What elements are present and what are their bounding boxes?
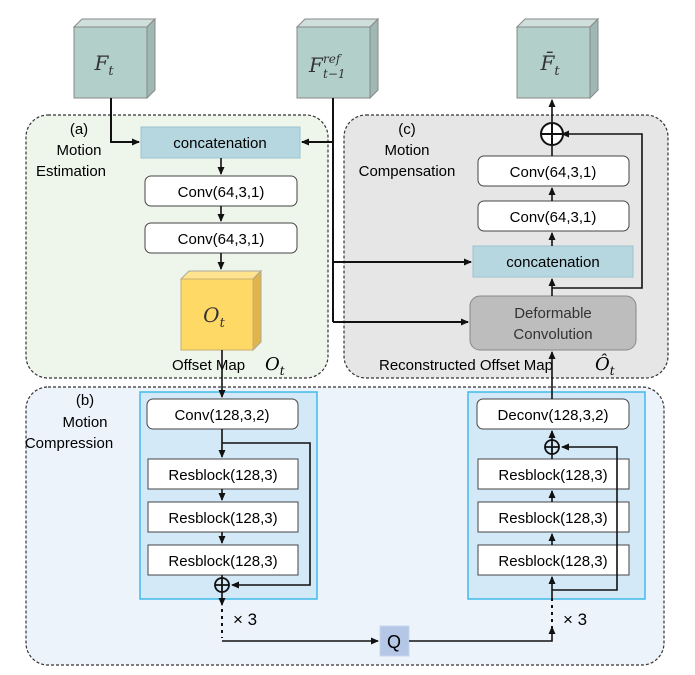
deform-label-1: Deformable [514, 305, 592, 322]
decoder-resblock-1-label: Resblock(128,3) [498, 467, 607, 484]
recon-offset-label: Reconstructed Offset Map [379, 357, 553, 374]
conv-a1-block: Conv(64,3,1) [144, 175, 298, 207]
encoder-resblock-2-label: Resblock(128,3) [168, 510, 277, 527]
conv-a1-label: Conv(64,3,1) [178, 184, 265, 201]
panel-c-tag: (c) [398, 121, 416, 138]
decoder-deconv-block: Deconv(128,3,2) [476, 398, 630, 430]
concat-c-label: concatenation [506, 254, 599, 271]
encoder-conv-block: Conv(128,3,2) [146, 398, 299, 430]
encoder-repeat-label: × 3 [233, 610, 257, 629]
quantizer-label: Q [387, 632, 401, 652]
panel-a-tag: (a) [70, 121, 88, 138]
panel-c-title-2: Compensation [359, 163, 456, 180]
decoder-resblock-2-label: Resblock(128,3) [498, 510, 607, 527]
add-node-decoder [544, 439, 560, 455]
panel-c-title-1: Motion [384, 142, 429, 159]
conv-c-mid-label: Conv(64,3,1) [510, 209, 597, 226]
encoder-resblock-1-label: Resblock(128,3) [168, 467, 277, 484]
deformable-conv-block: Deformable Convolution [469, 295, 637, 351]
arrow-ft-to-concat [110, 98, 140, 146]
decoder-resblock-3: Resblock(128,3) [477, 544, 630, 576]
offset-map-label: Offset Map [172, 357, 245, 374]
recon-offset-math: Ôt [595, 352, 615, 378]
add-node-compensation [540, 122, 564, 146]
encoder-resblock-2: Resblock(128,3) [147, 501, 299, 533]
panel-b-title-1: Motion [62, 414, 107, 431]
offset-map-cube: Ot [179, 269, 263, 352]
offset-cube-label: Ot [203, 303, 225, 331]
cube-fbar-output: F̄t [515, 17, 600, 100]
encoder-conv-label: Conv(128,3,2) [174, 407, 269, 424]
encoder-resblock-3: Resblock(128,3) [147, 544, 299, 576]
decoder-repeat-label: × 3 [563, 610, 587, 629]
decoder-resblock-3-label: Resblock(128,3) [498, 553, 607, 570]
fref-sub: t−1 [323, 67, 346, 81]
fref-sup: ref [323, 52, 343, 66]
cube-ft: Ft [72, 17, 157, 100]
fref-base: F [308, 53, 324, 77]
add-node-encoder [214, 577, 230, 593]
panel-b-tag: (b) [76, 392, 94, 409]
decoder-resblock-2: Resblock(128,3) [477, 501, 630, 533]
panel-b-title-2: Compression [25, 435, 113, 452]
concat-a-block: concatenation [140, 126, 301, 159]
arrow-quantizer-to-decoder [409, 626, 556, 642]
conv-c-top-block: Conv(64,3,1) [477, 155, 630, 187]
conv-a2-block: Conv(64,3,1) [144, 222, 298, 254]
conv-c-mid-block: Conv(64,3,1) [477, 200, 630, 232]
concat-a-label: concatenation [173, 135, 266, 152]
encoder-resblock-3-label: Resblock(128,3) [168, 553, 277, 570]
panel-a-title-1: Motion [56, 142, 101, 159]
quantizer-block: Q [379, 625, 410, 657]
fbar-label: F̄t [539, 50, 560, 79]
decoder-deconv-label: Deconv(128,3,2) [498, 407, 609, 424]
encoder-resblock-1: Resblock(128,3) [147, 458, 299, 490]
compensation-residual-connection [552, 130, 643, 289]
offset-map-math: Ot [265, 354, 285, 378]
deform-label-2: Convolution [513, 326, 592, 343]
concat-c-block: concatenation [472, 245, 634, 278]
connectors [110, 98, 643, 645]
conv-a2-label: Conv(64,3,1) [178, 231, 265, 248]
conv-c-top-label: Conv(64,3,1) [510, 164, 597, 181]
decoder-resblock-1: Resblock(128,3) [477, 458, 630, 490]
decoder-skip-connection [552, 443, 618, 591]
encoder-skip-connection [222, 442, 311, 589]
panel-a-title-2: Estimation [36, 163, 106, 180]
ft-label: Ft [93, 51, 114, 79]
cube-fref: F ref t−1 [295, 17, 380, 100]
